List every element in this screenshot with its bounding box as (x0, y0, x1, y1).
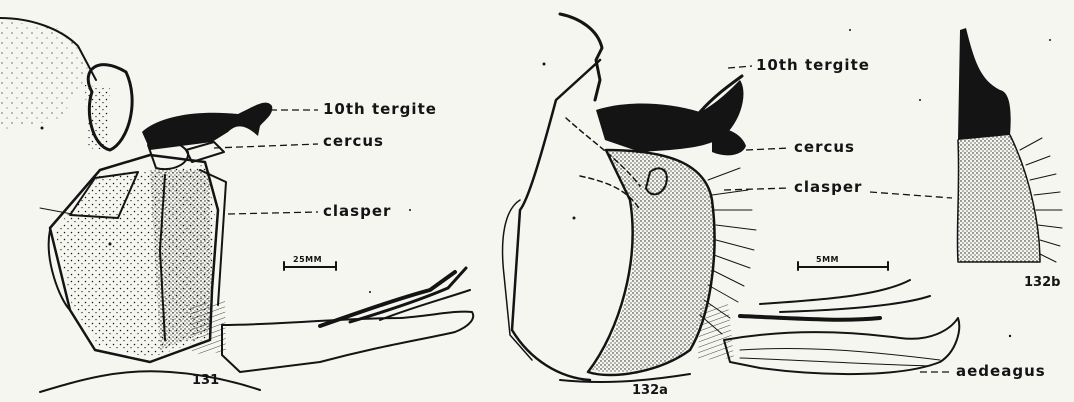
aedeagus-shaft (222, 312, 473, 372)
label-aedeagus-132a: aedeagus (956, 362, 1046, 380)
scale-bar-132a (798, 262, 888, 270)
figure-131-drawing (0, 18, 473, 392)
label-10th-tergite-132a: 10th tergite (756, 56, 870, 74)
aedeagus-base-hatch-132a (698, 304, 734, 360)
aedeagus-base-hatch (190, 300, 226, 354)
figure-number-131: 131 (192, 373, 219, 388)
label-cercus-132a: cercus (794, 138, 855, 156)
scale-label-132a: 5MM (816, 255, 839, 264)
clasper-stipple-132b (958, 135, 1040, 262)
plate-outline-132a (512, 60, 600, 380)
scale-label-131: 25MM (293, 255, 322, 264)
ring-stipple (85, 85, 110, 150)
spine-top (560, 14, 602, 100)
basal-curve (40, 371, 260, 392)
aedeagus-lines (740, 348, 940, 366)
leader-clasper-132a-a (724, 188, 790, 190)
tergite-hook (142, 103, 272, 150)
label-clasper-132a: clasper (794, 178, 862, 196)
leader-cercus-132a (746, 148, 790, 150)
leader-clasper-131 (228, 212, 318, 214)
leader-cercus-131 (214, 144, 318, 148)
rod-132a-3 (780, 296, 930, 312)
label-clasper-131: clasper (323, 202, 391, 220)
figure-number-132a: 132a (632, 383, 668, 398)
leader-clasper-132a-b (870, 192, 952, 198)
rod-132a-2 (760, 280, 910, 304)
figure-number-132b: 132b (1024, 275, 1060, 290)
rod-132a-1 (740, 316, 880, 320)
clasper-tip-132b (958, 28, 1011, 140)
leader-tergite-132a (728, 66, 752, 68)
label-10th-tergite-131: 10th tergite (323, 100, 437, 118)
cercus-132a (712, 128, 746, 156)
label-cercus-131: cercus (323, 132, 384, 150)
abdomen-stipple (0, 20, 90, 130)
figure-132a-drawing (503, 14, 960, 382)
figure-132b-drawing (957, 28, 1062, 262)
cercus-tip (186, 142, 224, 162)
